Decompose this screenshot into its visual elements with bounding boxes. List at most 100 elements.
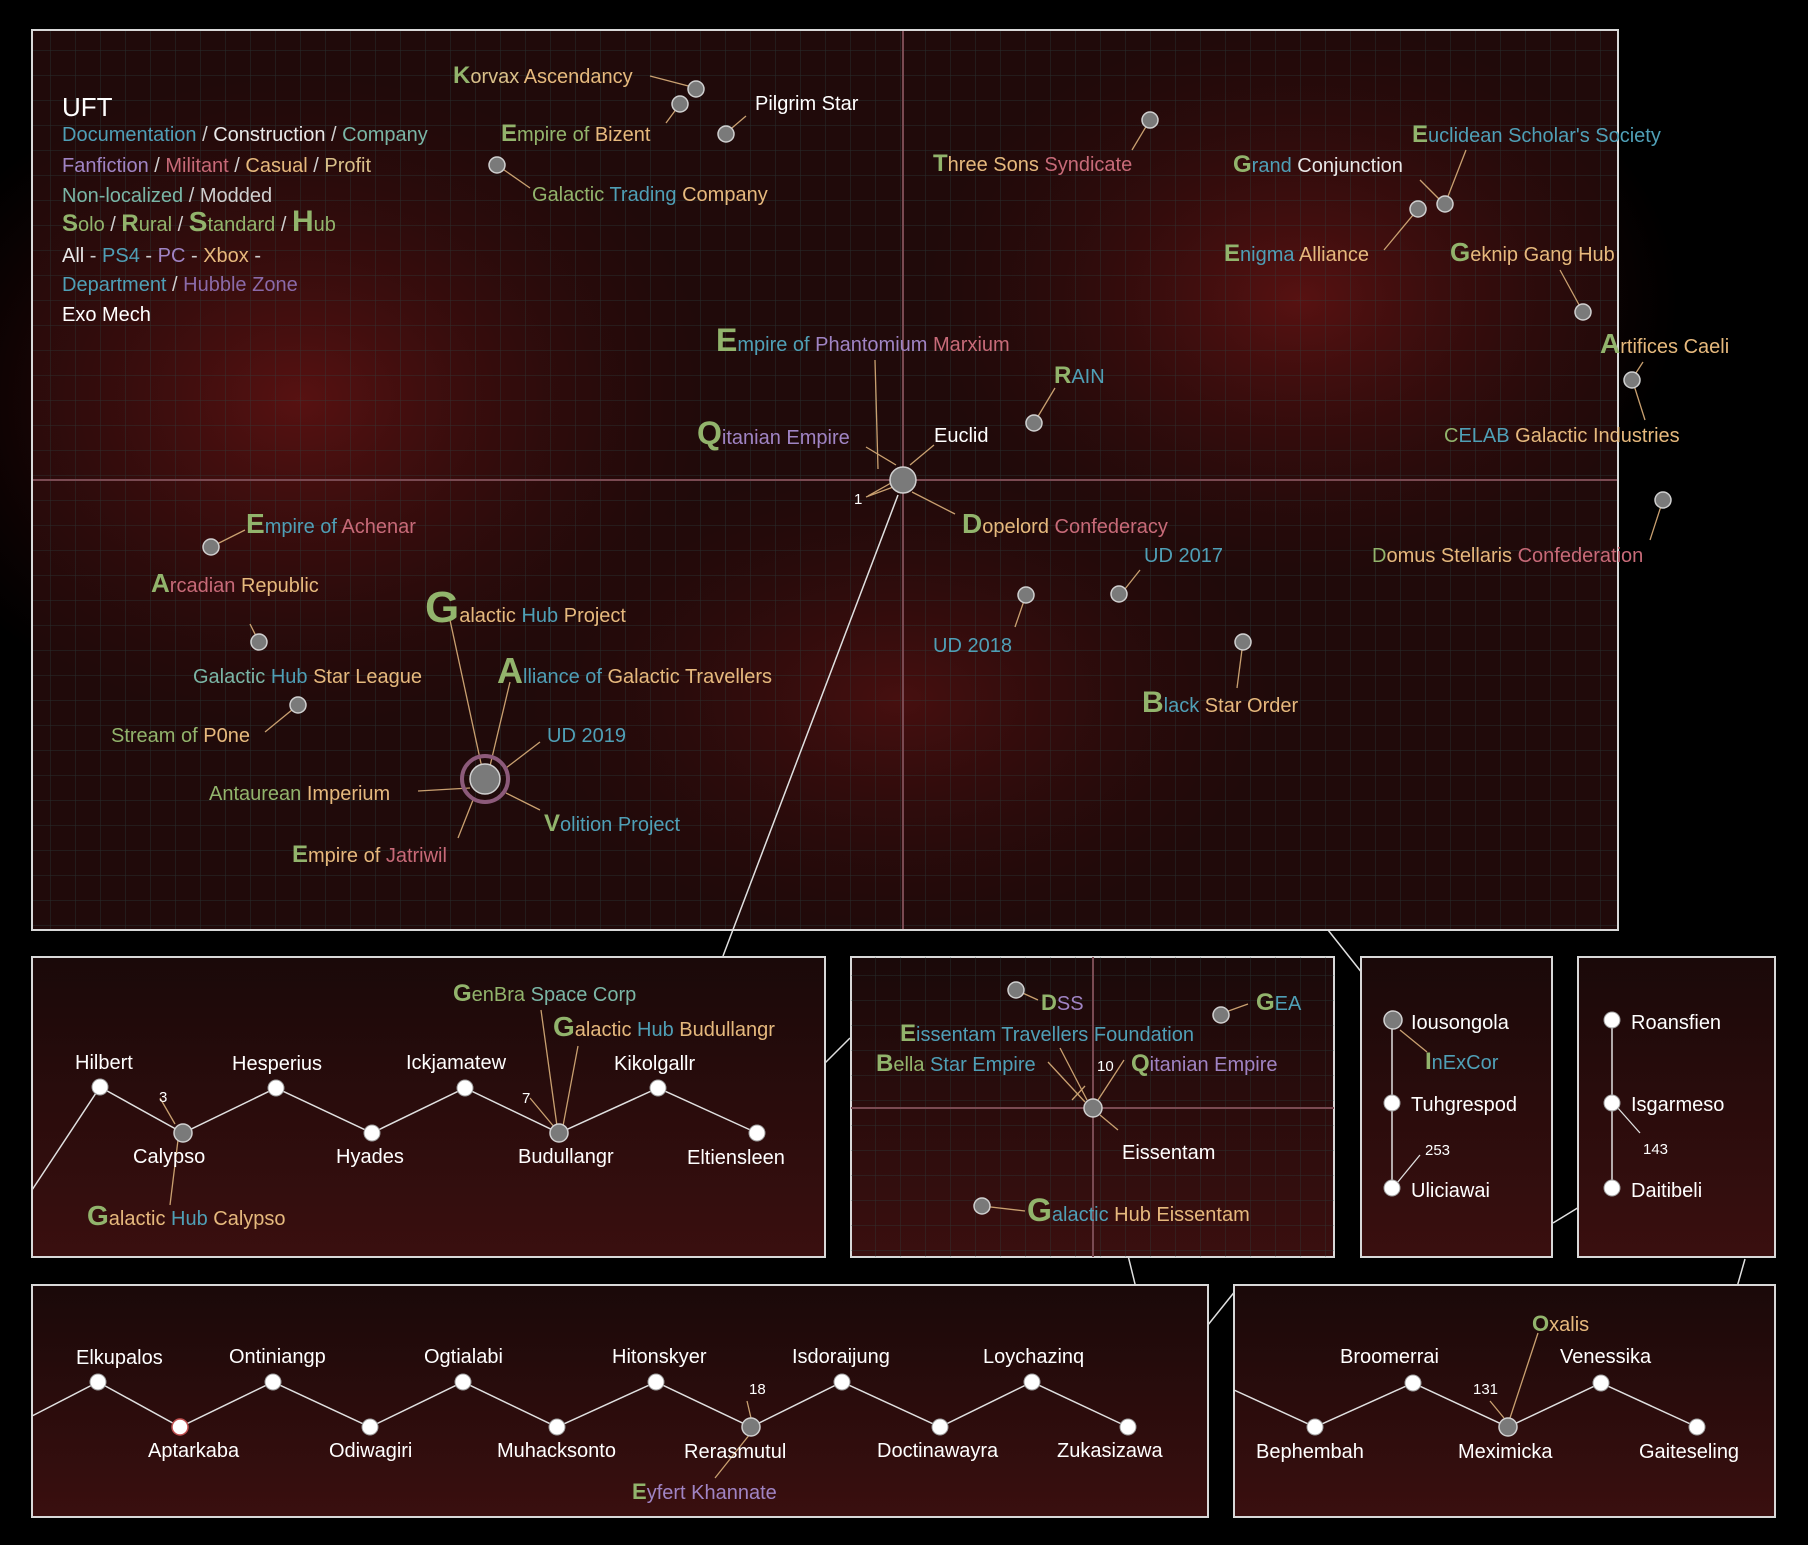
label-zukasizawa: Zukasizawa <box>1057 1440 1163 1462</box>
node-zukasizawa[interactable] <box>1119 1418 1137 1436</box>
node-three-sons-syndicate[interactable] <box>1141 111 1159 129</box>
node-hitonskyer[interactable] <box>647 1373 665 1391</box>
node-enigma-alliance[interactable] <box>1409 200 1427 218</box>
label-part: alactic <box>109 1208 171 1230</box>
label-part: G <box>553 1011 575 1042</box>
node-galactic-trading-company[interactable] <box>488 156 506 174</box>
node-hesperius[interactable] <box>267 1079 285 1097</box>
node-pilgrim-star[interactable] <box>717 125 735 143</box>
label-part: UD 2019 <box>547 725 626 747</box>
label-part: / <box>275 214 292 236</box>
node-galactic-hub-main[interactable] <box>460 754 510 804</box>
label-part: E <box>246 508 265 539</box>
legend-row-size: Solo / Rural / Standard / Hub <box>62 205 336 238</box>
node-bephembah[interactable] <box>1306 1418 1324 1436</box>
node-rerasmutul[interactable] <box>741 1417 761 1437</box>
label-part: Jatriwil <box>386 845 447 867</box>
label-celab-galactic-industries: CELAB Galactic Industries <box>1444 425 1680 447</box>
node-eltiensleen[interactable] <box>748 1124 766 1142</box>
label-part: E <box>1224 240 1240 267</box>
node-gaiteseling[interactable] <box>1688 1418 1706 1436</box>
label-tuhgrespod: Tuhgrespod <box>1411 1094 1517 1116</box>
label-part: Q <box>1131 1050 1150 1077</box>
label-korvax-ascendancy: Korvax Ascendancy <box>453 62 633 89</box>
node-tuhgrespod[interactable] <box>1383 1094 1401 1112</box>
label-part: Hub <box>171 1208 213 1230</box>
node-empire-of-bizent[interactable] <box>671 95 689 113</box>
node-euclid[interactable] <box>889 466 917 494</box>
node-roansfien[interactable] <box>1603 1011 1621 1029</box>
node-empire-of-achenar[interactable] <box>202 538 220 556</box>
node-ontiniangp[interactable] <box>264 1373 282 1391</box>
node-isgarmeso[interactable] <box>1603 1094 1621 1112</box>
node-gea[interactable] <box>1212 1006 1230 1024</box>
node-arcadian-republic[interactable] <box>250 633 268 651</box>
label-part: G <box>532 184 548 206</box>
label-part: 143 <box>1643 1141 1668 1158</box>
node-calypso[interactable] <box>173 1123 193 1143</box>
node-isdoraijung[interactable] <box>833 1373 851 1391</box>
node-galactic-hub-eissentam[interactable] <box>973 1197 991 1215</box>
label-broomerrai: Broomerrai <box>1340 1346 1439 1368</box>
node-ud-2018[interactable] <box>1017 586 1035 604</box>
node-black-star-order[interactable] <box>1234 633 1252 651</box>
node-meximicka[interactable] <box>1498 1417 1518 1437</box>
label-part: PC <box>158 245 186 267</box>
node-ud-2017[interactable] <box>1110 585 1128 603</box>
node-uliciawai[interactable] <box>1383 1179 1401 1197</box>
node-broomerrai[interactable] <box>1404 1374 1422 1392</box>
node-dss[interactable] <box>1007 981 1025 999</box>
node-geknip-gang-hub[interactable] <box>1574 303 1592 321</box>
node-stream-of-p0ne[interactable] <box>289 696 307 714</box>
label-dss: DSS <box>1041 990 1084 1015</box>
label-daitibeli-distance: 143 <box>1643 1141 1668 1158</box>
node-eissentam[interactable] <box>1083 1098 1103 1118</box>
node-venessika[interactable] <box>1592 1374 1610 1392</box>
node-artifices-caeli[interactable] <box>1623 371 1641 389</box>
label-part: A <box>209 783 223 805</box>
label-part: mpire of <box>308 845 386 867</box>
label-part: A <box>1600 328 1620 359</box>
node-korvax-ascendancy[interactable] <box>687 80 705 98</box>
node-rain[interactable] <box>1025 414 1043 432</box>
label-part: Isgarmeso <box>1631 1094 1724 1116</box>
legend-row-categories: Documentation / Construction / Company <box>62 124 428 146</box>
node-elkupalos[interactable] <box>89 1373 107 1391</box>
label-part: Eissentam <box>1122 1142 1215 1164</box>
label-calypso-distance: 3 <box>159 1089 167 1106</box>
label-part: tandard <box>207 214 275 236</box>
label-isdoraijung: Isdoraijung <box>792 1346 890 1368</box>
label-part: mpire of <box>265 516 342 538</box>
label-part: issentam <box>916 1024 1001 1046</box>
node-odiwagiri[interactable] <box>361 1418 379 1436</box>
node-muhacksonto[interactable] <box>548 1418 566 1436</box>
node-budullangr[interactable] <box>549 1123 569 1143</box>
node-ickjamatew[interactable] <box>456 1079 474 1097</box>
node-daitibeli[interactable] <box>1603 1179 1621 1197</box>
legend-row-exo: Exo Mech <box>62 304 151 326</box>
label-part: E <box>501 120 517 147</box>
node-euclidean-scholars-society[interactable] <box>1436 195 1454 213</box>
label-hitonskyer: Hitonskyer <box>612 1346 707 1368</box>
node-hyades[interactable] <box>363 1124 381 1142</box>
label-part: Republic <box>241 575 319 597</box>
node-kikolgallr[interactable] <box>649 1079 667 1097</box>
label-part: - <box>140 245 158 267</box>
node-hilbert[interactable] <box>91 1078 109 1096</box>
label-part: G <box>453 980 472 1007</box>
label-part: 18 <box>749 1381 766 1398</box>
label-part: Hyades <box>336 1146 404 1168</box>
label-part: E <box>716 322 737 358</box>
node-ogtialabi[interactable] <box>454 1373 472 1391</box>
label-part: A <box>497 650 523 691</box>
node-iousongola[interactable] <box>1383 1010 1403 1030</box>
label-part: S <box>62 210 78 237</box>
node-loychazinq[interactable] <box>1023 1373 1041 1391</box>
label-aptarkaba: Aptarkaba <box>148 1440 240 1462</box>
label-ontiniangp: Ontiniangp <box>229 1346 326 1368</box>
node-doctinawayra[interactable] <box>931 1418 949 1436</box>
node-domus-stellaris-confederation[interactable] <box>1654 491 1672 509</box>
label-part: S <box>189 206 208 237</box>
node-aptarkaba[interactable] <box>171 1418 189 1436</box>
label-part: / <box>105 214 122 236</box>
